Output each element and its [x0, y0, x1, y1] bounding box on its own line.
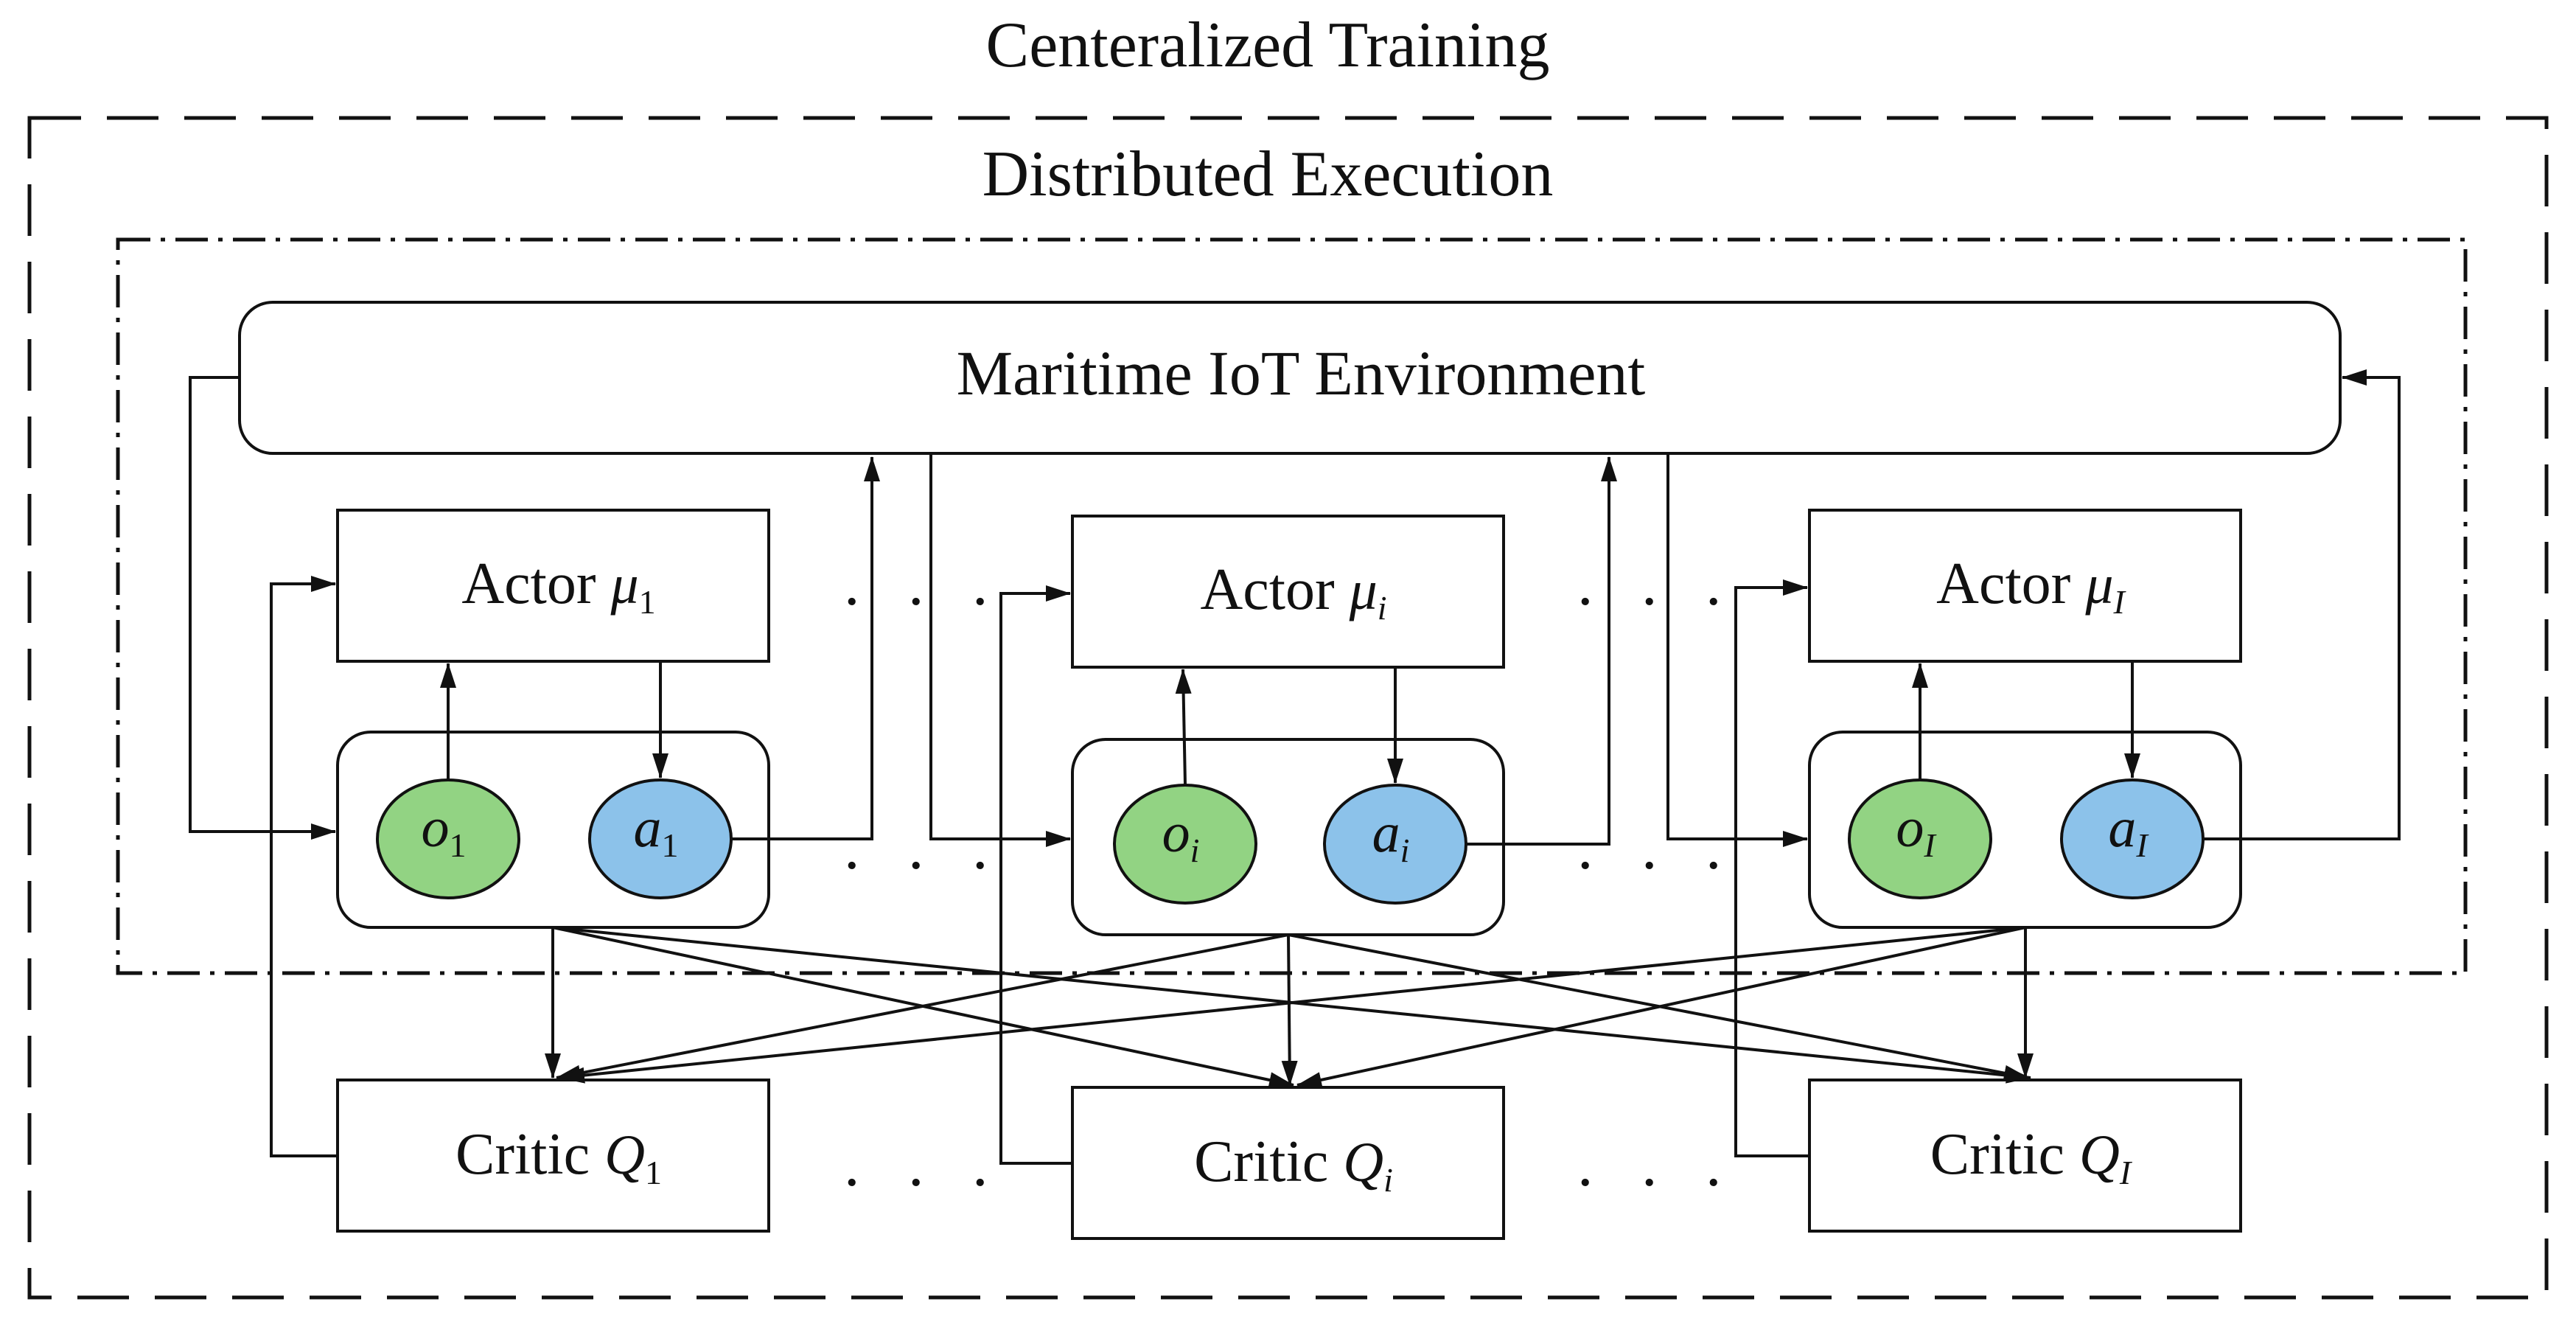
- agent-I: Actor μI oI aI Critic QI: [1666, 369, 2401, 1233]
- observation-label-1: o1: [422, 797, 467, 864]
- critic-label-I: Critic QI: [1930, 1122, 2133, 1191]
- actor-label-i: Actor μi: [1200, 557, 1386, 627]
- observation-label-i: oi: [1162, 802, 1200, 869]
- critic-label-1: Critic Q1: [455, 1122, 662, 1191]
- critic-box-i: [1071, 1086, 1505, 1240]
- ellipsis-agent-right: . . .: [1577, 812, 1738, 882]
- centralized-training-title: Centeralized Training: [986, 10, 1550, 81]
- critic-box-1: [336, 1079, 770, 1233]
- ellipsis-critic-left: . . .: [844, 1129, 1005, 1199]
- actor-label-I: Actor μI: [1936, 551, 2126, 621]
- agent-1: Actor μ1 o1 a1 Critic Q1: [189, 376, 880, 1233]
- action-label-I: aI: [2108, 797, 2149, 864]
- action-label-i: ai: [1372, 802, 1410, 869]
- actor-box-1: [336, 509, 770, 663]
- actor-label-1: Actor μ1: [461, 551, 655, 621]
- actor-box-i: [1071, 515, 1505, 669]
- actor-box-I: [1808, 509, 2242, 663]
- distributed-execution-title: Distributed Execution: [982, 139, 1554, 210]
- critic-label-i: Critic Qi: [1194, 1129, 1393, 1199]
- agent-i: Actor μi oi ai Critic Qi: [929, 453, 1617, 1240]
- environment-label: Maritime IoT Environment: [957, 338, 1646, 408]
- critic-box-I: [1808, 1079, 2242, 1233]
- observation-label-I: oI: [1896, 797, 1937, 864]
- critic-input-connections: [545, 926, 2034, 1088]
- centralized-training-boundary: [27, 116, 2549, 1300]
- ellipsis-actor-left: . . .: [844, 548, 1005, 619]
- distributed-execution-boundary: [116, 237, 2468, 975]
- ellipsis-critic-right: . . .: [1577, 1129, 1738, 1199]
- action-label-1: a1: [634, 797, 679, 864]
- ellipsis-agent-left: . . .: [844, 812, 1005, 882]
- ellipsis-actor-right: . . .: [1577, 548, 1738, 619]
